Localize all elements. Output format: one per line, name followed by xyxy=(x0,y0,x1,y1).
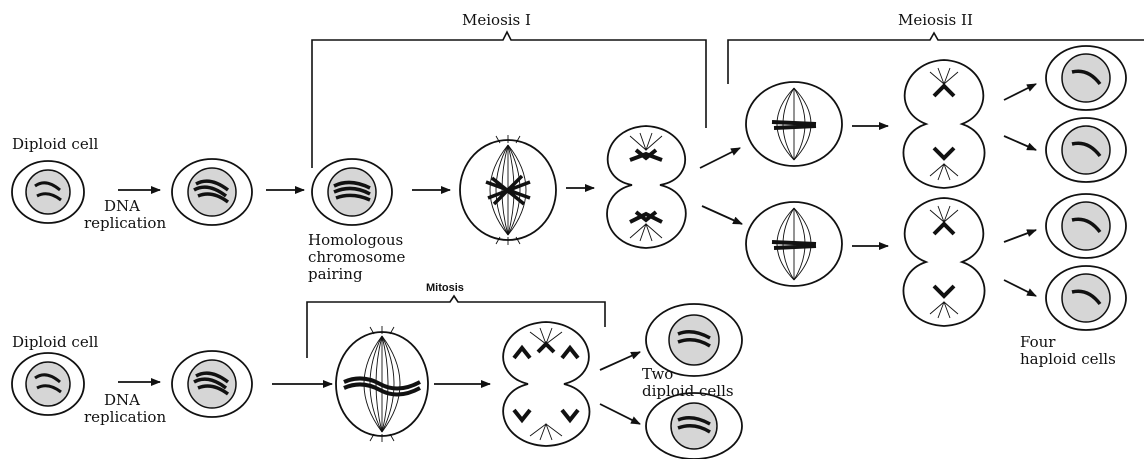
meiosis-ii-telophase-top-cell xyxy=(903,60,984,188)
arrow-to-meiosis-ii-top xyxy=(700,148,740,168)
meiosis-start-label: Diploid cell xyxy=(12,136,98,153)
meiosis-i-label: Meiosis I xyxy=(462,12,531,29)
meiosis-replication-label-1: DNA xyxy=(104,198,140,215)
arrow-to-meiosis-ii-bottom xyxy=(702,206,742,224)
meiosis-telophase-i-cell xyxy=(607,126,686,248)
arrow-haploid-3 xyxy=(1004,230,1036,242)
meiosis-pairing-cell xyxy=(312,159,392,225)
mitosis-replication-label-2: replication xyxy=(84,409,166,426)
diploid-label-1: Two xyxy=(642,366,673,383)
arrow-diploid-1 xyxy=(600,352,640,370)
haploid-cell-3 xyxy=(1046,194,1126,258)
mitosis-label: Mitosis xyxy=(426,282,464,294)
meiosis-ii-label: Meiosis II xyxy=(898,12,973,29)
mitosis-metaphase-cell xyxy=(336,326,428,442)
arrow-diploid-2 xyxy=(600,404,640,424)
mitosis-replication-label-1: DNA xyxy=(104,392,140,409)
mitosis-start-label: Diploid cell xyxy=(12,334,98,351)
pairing-label-1: Homologous xyxy=(308,232,403,249)
arrow-haploid-2 xyxy=(1004,136,1036,150)
meiosis-diploid-cell xyxy=(12,161,84,223)
pairing-label-3: pairing xyxy=(308,266,363,283)
diploid-label-2: diploid cells xyxy=(642,383,734,400)
haploid-cell-1 xyxy=(1046,46,1126,110)
haploid-cell-4 xyxy=(1046,266,1126,330)
mitosis-daughter-cell-2 xyxy=(646,393,742,459)
pairing-label-2: chromosome xyxy=(308,249,405,266)
meiosis-ii-metaphase-top-cell xyxy=(746,82,842,166)
arrow-haploid-4 xyxy=(1004,280,1036,296)
mitosis-telophase-cell xyxy=(503,322,589,446)
meiosis-replication-label-2: replication xyxy=(84,215,166,232)
arrow-haploid-1 xyxy=(1004,84,1036,100)
haploid-label-2: haploid cells xyxy=(1020,351,1116,368)
haploid-label-1: Four xyxy=(1020,334,1055,351)
meiosis-metaphase-i-cell xyxy=(460,135,556,245)
mitosis-replicated-cell xyxy=(172,351,252,417)
haploid-cell-2 xyxy=(1046,118,1126,182)
meiosis-ii-telophase-bottom-cell xyxy=(903,198,984,326)
meiosis-ii-metaphase-bottom-cell xyxy=(746,202,842,286)
meiosis-replicated-cell xyxy=(172,159,252,225)
mitosis-diploid-cell xyxy=(12,353,84,415)
